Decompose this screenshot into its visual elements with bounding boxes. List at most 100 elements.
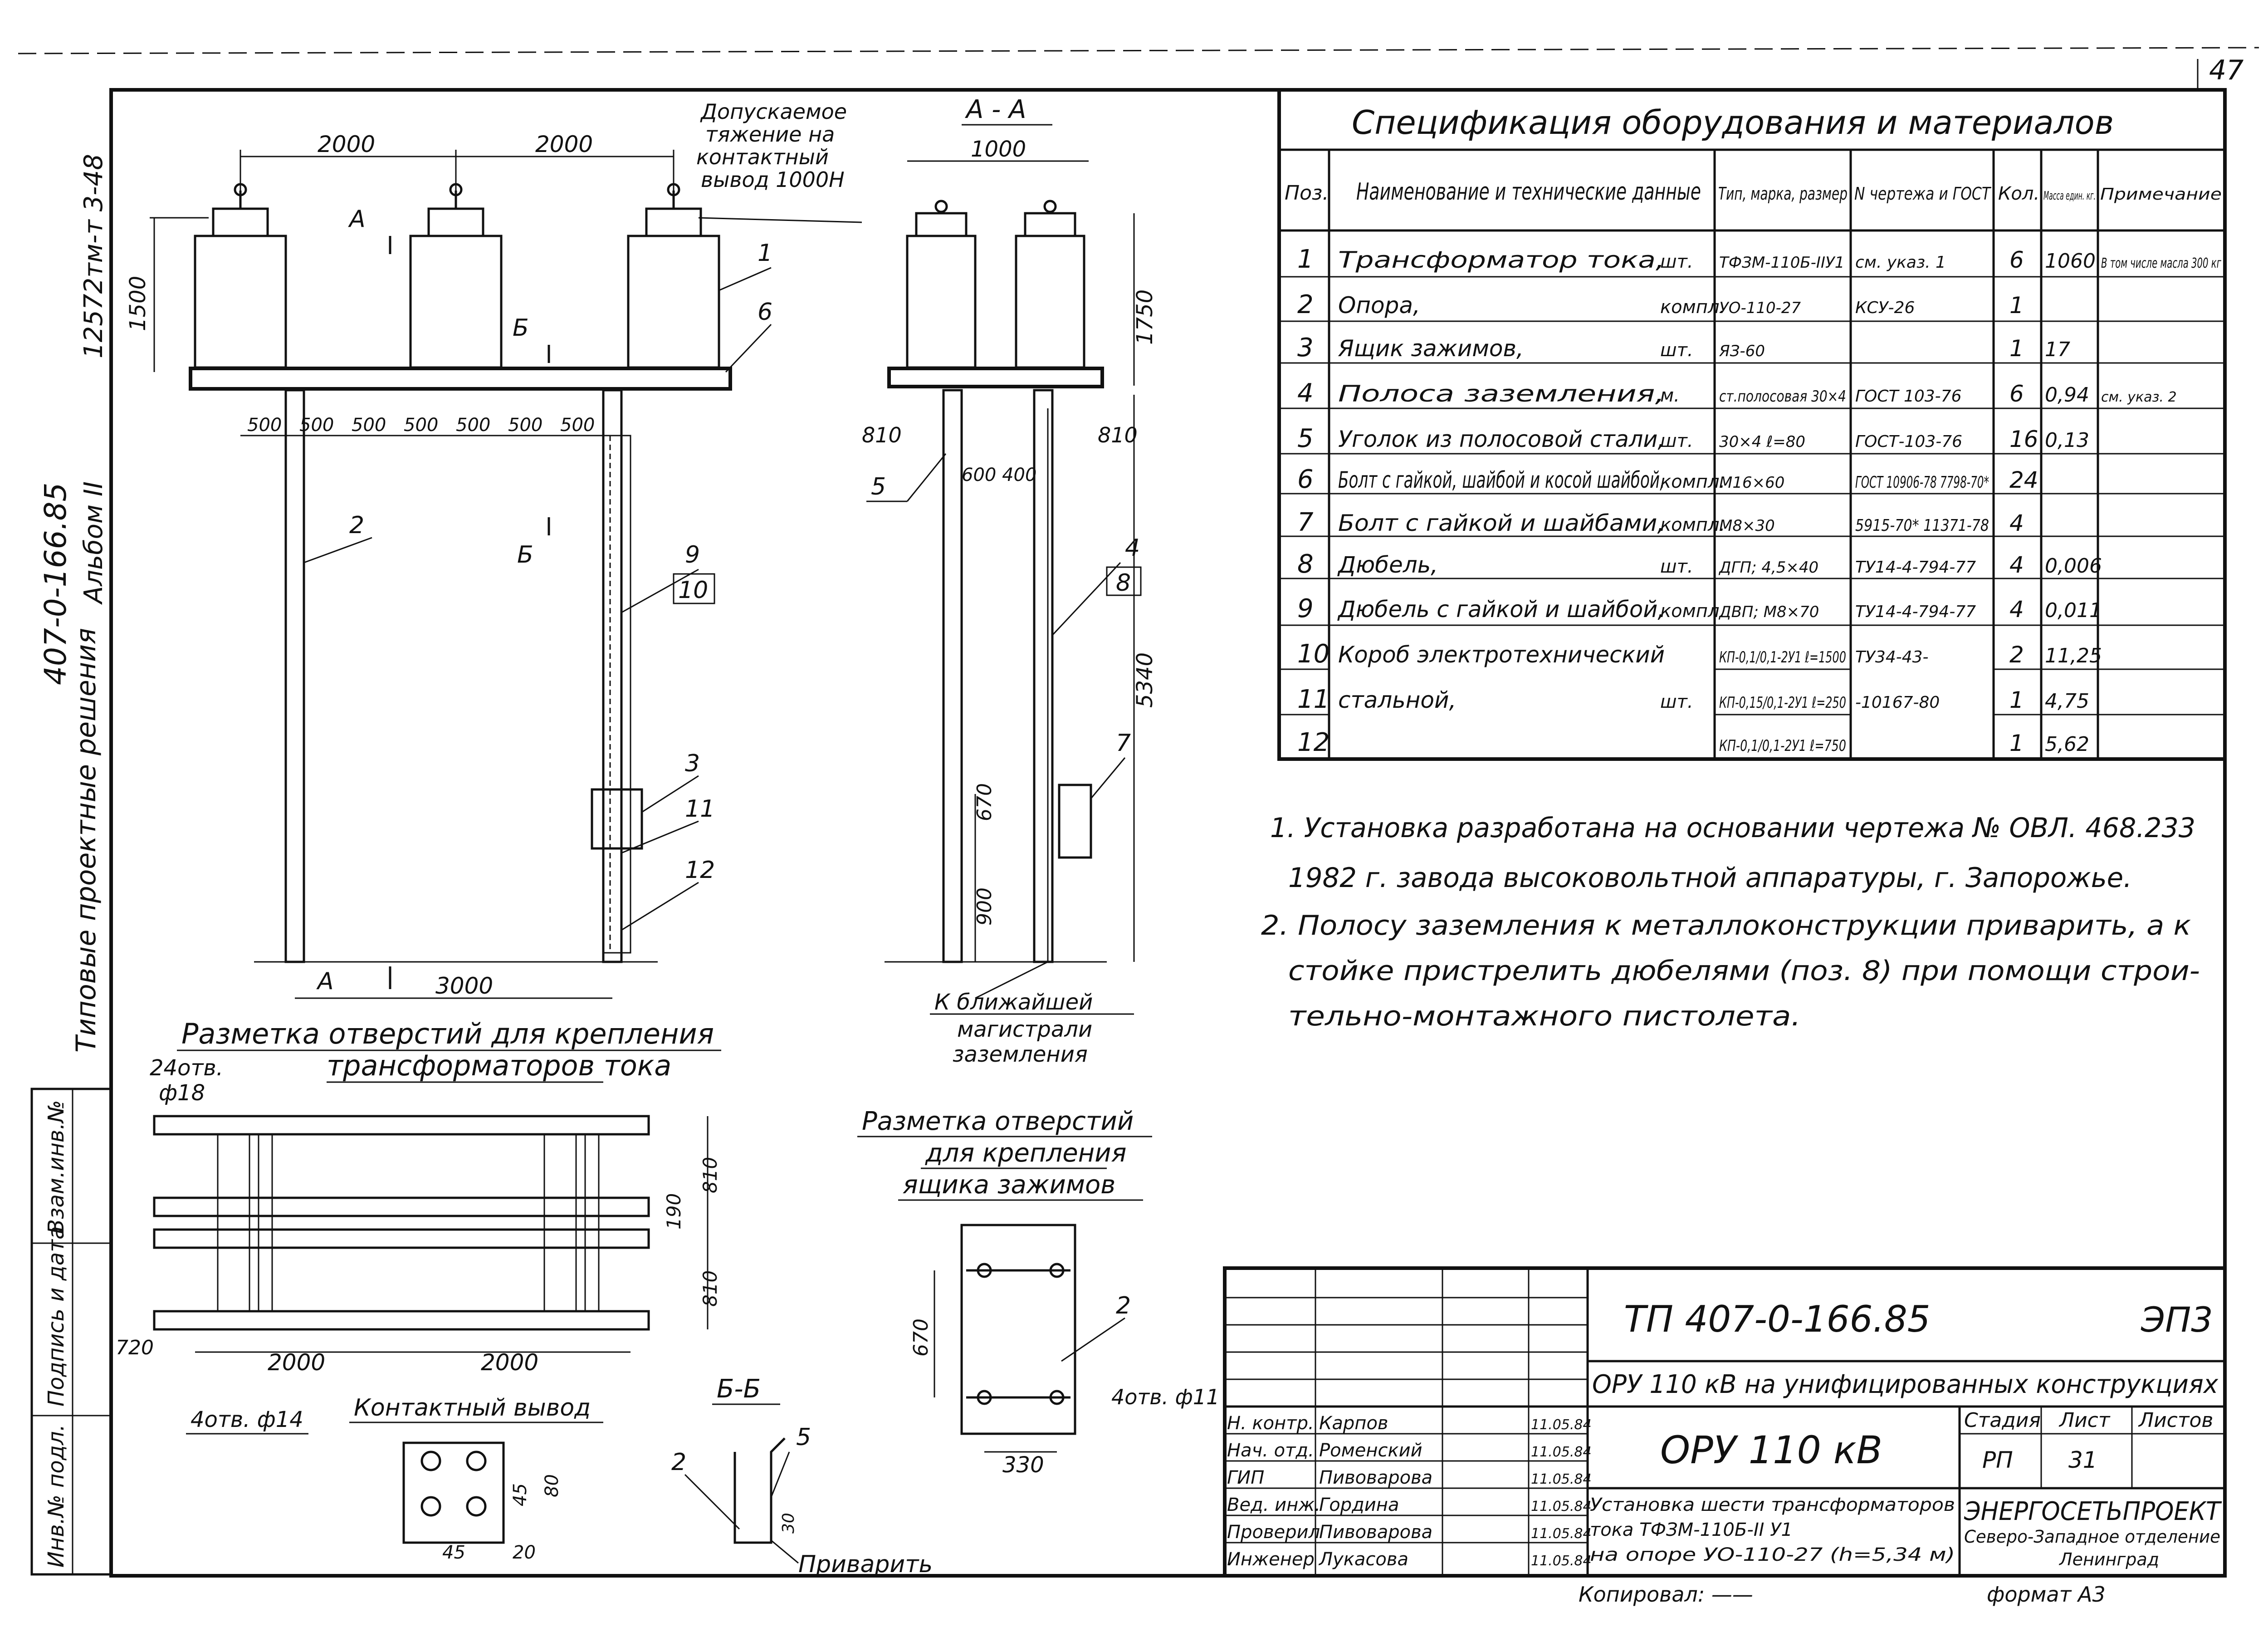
transformer-middle	[409, 183, 503, 369]
spec-cell-pos-7: 7	[1297, 508, 1314, 537]
side-dim-900: 900	[973, 887, 996, 926]
staff-name-6: Лукасова	[1318, 1549, 1408, 1570]
spec-cell-mass-12: 5,62	[2045, 733, 2089, 756]
tb-sheets-label: Листов	[2138, 1409, 2213, 1432]
spec-cell-pos-4: 4	[1297, 378, 1314, 408]
spec-cell-mass-5: 0,13	[2045, 429, 2089, 452]
spec-cell-qty-10: 2	[2009, 642, 2024, 668]
spec-cell-gost-5: ГОСТ-103-76	[1855, 432, 1962, 451]
callout-10: 10	[678, 577, 708, 604]
staff-name-5: Пивоварова	[1319, 1522, 1432, 1543]
copied-by: Копировал: ——	[1579, 1582, 1753, 1607]
staff-date-1: 11.05.84	[1531, 1417, 1592, 1433]
spec-cell-name-10: Короб электротехнический	[1338, 642, 1665, 668]
spec-cell-type-5: 30×4 ℓ=80	[1719, 433, 1805, 451]
staff-date-5: 11.05.84	[1531, 1526, 1592, 1542]
spec-cell-name-7: Болт с гайкой и шайбами,	[1338, 510, 1665, 536]
spec-cell-pos-1: 1	[1297, 245, 1314, 274]
side-dim-810-right: 810	[1098, 423, 1138, 447]
spec-cell-type-11: КП-0,15/0,1-2У1 ℓ=250	[1719, 694, 1846, 712]
callout-11: 11	[685, 795, 715, 823]
dim-500-4: 500	[404, 415, 438, 436]
spec-cell-pos-12: 12	[1297, 728, 1330, 757]
spec-cell-mass-1: 1060	[2045, 250, 2096, 273]
tension-note-4: вывод 1000Н	[701, 167, 845, 192]
spec-cell-type-8: ДГП; 4,5×40	[1718, 559, 1818, 577]
spec-cell-name-6: Болт с гайкой, шайбой и косой шайбой,	[1338, 467, 1665, 493]
dim-3000: 3000	[435, 973, 493, 999]
holes-box-title-1: Разметка отверстий	[862, 1107, 1134, 1136]
cable-duct	[602, 435, 631, 954]
spec-cell-qty-4: 6	[2009, 381, 2024, 407]
spec-cell-unit-9: компл.	[1660, 601, 1725, 622]
staff-name-4: Гордина	[1319, 1495, 1399, 1515]
ground-note-3: заземления	[953, 1042, 1088, 1067]
spec-cell-qty-8: 4	[2009, 552, 2024, 578]
spec-title: Спецификация оборудования и материалов	[1352, 103, 2114, 142]
dim-500-3: 500	[352, 415, 386, 436]
crossbeam	[189, 367, 732, 391]
spec-cell-gost-6: ГОСТ 10906-78 7798-70*	[1855, 473, 1989, 492]
holes-ct-dim-2000-right: 2000	[481, 1349, 538, 1376]
side-code: 12572тм-т 3-48	[79, 154, 108, 358]
spec-cell-type-7: М8×30	[1719, 517, 1775, 535]
side-dim-810-left: 810	[862, 423, 902, 447]
staff-role-5: Проверил	[1227, 1522, 1320, 1543]
spec-head-gost: N чертежа и ГОСТ	[1854, 184, 1991, 204]
sheet-frame	[18, 47, 2259, 1578]
spec-cell-gost-2: КСУ-26	[1855, 299, 1915, 317]
holes-ct-title-2: трансформаторов тока	[327, 1049, 671, 1082]
stamp-replace-inv: Взам.инв.№	[44, 1100, 69, 1234]
left-stamp: Взам.инв.№ Подпись и дата Инв.№ подл.	[30, 1088, 112, 1576]
contact-title: Контактный вывод	[354, 1394, 591, 1421]
side-callout-8: 8	[1116, 569, 1131, 597]
staff-date-2: 11.05.84	[1531, 1444, 1592, 1460]
spec-cell-mass-9: 0,011	[2045, 599, 2102, 622]
spec-cell-qty-2: 1	[2009, 292, 2024, 319]
spec-cell-name-8: Дюбель,	[1337, 552, 1438, 578]
section-bb-weld: Приварить	[798, 1551, 933, 1578]
side-strip: 12572тм-т 3-48 407-0-166.85 Альбом II Ти…	[38, 154, 108, 1053]
contact-dim-45h: 45	[442, 1542, 465, 1563]
staff-role-3: ГИП	[1227, 1467, 1264, 1488]
title-block: ТП 407-0-166.85 ЭП3 ОРУ 110 кВ на унифиц…	[1223, 1266, 2227, 1578]
holes-box-dim-670: 670	[909, 1318, 933, 1357]
spec-cell-note-4: см. указ. 2	[2101, 389, 2177, 405]
side-dim-1000: 1000	[971, 137, 1026, 162]
side-album: Альбом II	[79, 481, 108, 605]
staff-role-1: Н. контр.	[1227, 1413, 1314, 1434]
side-dim-1750: 1750	[1132, 289, 1158, 345]
tb-doc-suffix: ЭП3	[2141, 1299, 2213, 1340]
side-dim-5340: 5340	[1132, 652, 1158, 708]
spec-cell-gost-10: ТУ34-43-	[1855, 648, 1929, 667]
spec-cell-pos-2: 2	[1297, 290, 1314, 319]
dim-500-6: 500	[508, 415, 543, 436]
spec-cell-qty-6: 24	[2009, 467, 2038, 493]
spec-cell-gost-8: ТУ14-4-794-77	[1855, 558, 1976, 577]
callout-6: 6	[758, 299, 772, 326]
section-bb-callout-5: 5	[796, 1424, 811, 1451]
tb-stage-label: Стадия	[1964, 1409, 2041, 1432]
spec-head-name: Наименование и технические данные	[1356, 178, 1701, 206]
ground-note-2: магистрали	[957, 1017, 1092, 1042]
note-line-1: 1. Установка разработана на основании че…	[1270, 812, 2195, 844]
spec-cell-gost-1: см. указ. 1	[1855, 253, 1946, 272]
section-bb-title: Б-Б	[717, 1374, 761, 1404]
tension-note-2: тяжение на	[705, 122, 835, 147]
sheet-format: формат А3	[1987, 1582, 2106, 1607]
section-bb: Б-Б 2 5 30 Приварить	[671, 1374, 933, 1578]
holes-ct-dia: ф18	[159, 1080, 205, 1106]
spec-head-mass: Масса един. кг.	[2043, 189, 2096, 203]
section-b-mid: Б	[517, 541, 533, 569]
spec-cell-name-9: Дюбель с гайкой и шайбой,	[1337, 596, 1665, 622]
spec-cell-qty-9: 4	[2009, 596, 2024, 622]
side-callout-7: 7	[1116, 730, 1131, 757]
staff-date-3: 11.05.84	[1531, 1471, 1592, 1487]
junction-box	[591, 788, 643, 850]
spec-cell-unit-5: шт.	[1660, 431, 1693, 451]
spec-cell-gost-7: 5915-70* 11371-78	[1855, 516, 1989, 535]
holes-ct-count: 24отв.	[150, 1055, 223, 1081]
spec-cell-qty-11: 1	[2009, 687, 2024, 713]
dim-500-2: 500	[299, 415, 334, 436]
